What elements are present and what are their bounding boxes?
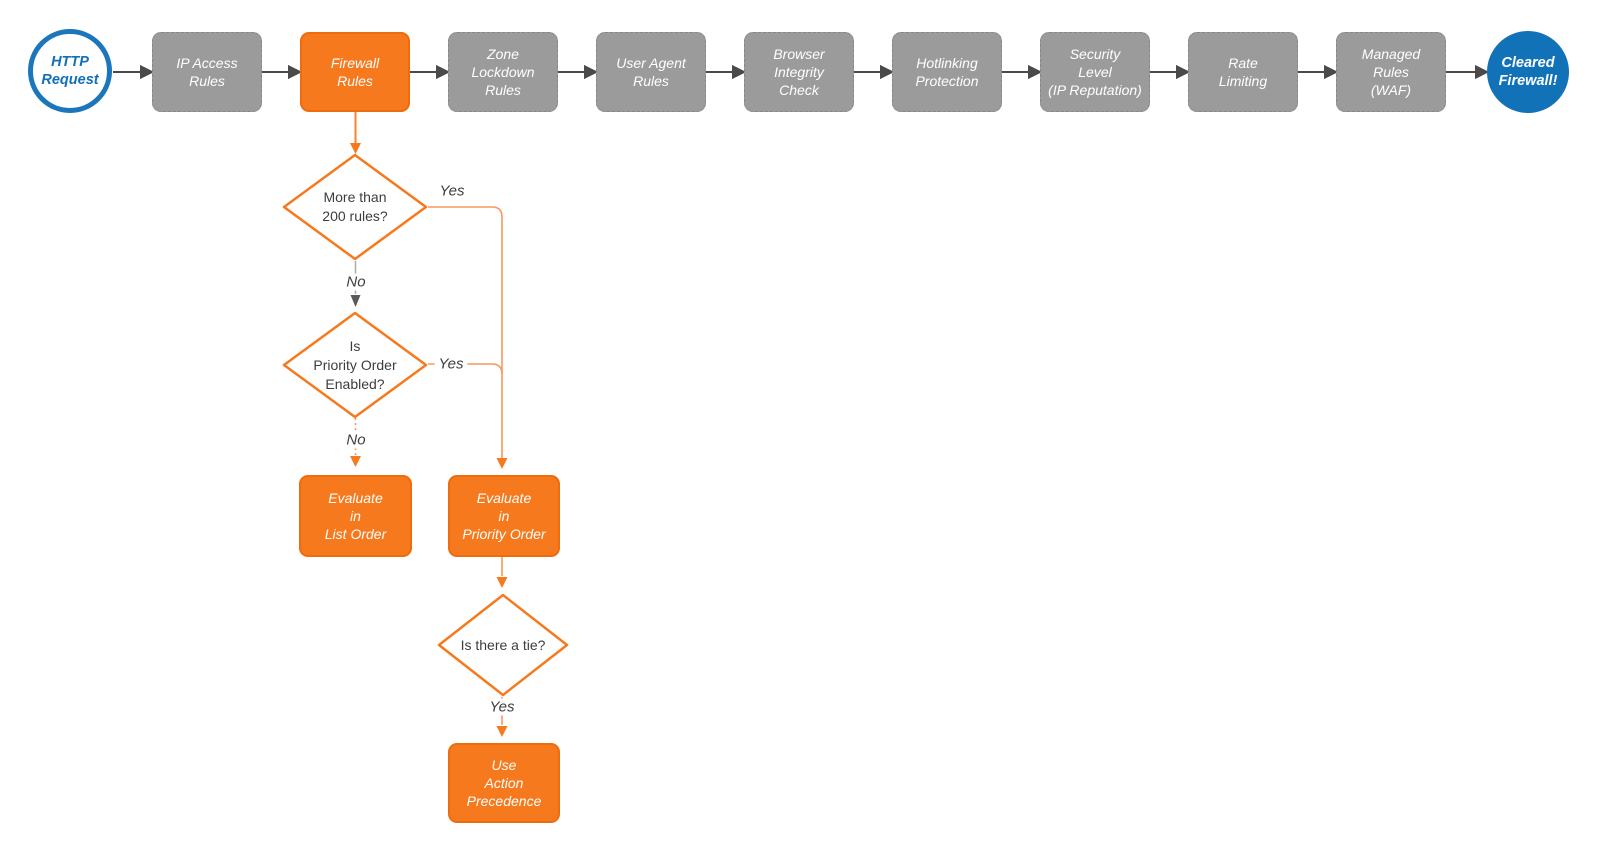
edge-label-no-decision-200: No <box>342 273 370 291</box>
decision-is-there-a-tie: Is there a tie? <box>437 593 569 697</box>
node-label: Firewall Rules <box>330 55 380 89</box>
node-label: Browser Integrity Check <box>773 46 825 98</box>
node-label: User Agent Rules <box>616 55 686 89</box>
connector-firewall-to-decision-200 <box>350 112 361 154</box>
connector-rate-limiting-to-managed-rules <box>1298 64 1339 80</box>
edge-label-no-decision-priority: No <box>342 431 370 449</box>
connector-ip-access-to-firewall <box>262 64 303 80</box>
diamond-shape <box>282 153 428 261</box>
node-label: Security Level (IP Reputation) <box>1048 46 1142 98</box>
decision-label: Is Priority Order Enabled? <box>313 337 397 392</box>
node-browser-integrity-check: Browser Integrity Check <box>744 32 854 112</box>
connector-security-level-to-rate-limiting <box>1150 64 1191 80</box>
decision-priority-order-enabled: Is Priority Order Enabled? <box>282 311 428 419</box>
node-label: Use Action Precedence <box>466 757 542 809</box>
connector-decision-priority-yes-join <box>428 363 503 375</box>
node-ip-access-rules: IP Access Rules <box>152 32 262 112</box>
diamond-shape <box>282 311 428 419</box>
decision-label: Is there a tie? <box>460 636 546 653</box>
edge-label-yes-decision-priority: Yes <box>434 355 468 373</box>
node-user-agent-rules: User Agent Rules <box>596 32 706 112</box>
node-label: Evaluate in List Order <box>324 490 387 542</box>
node-label: Hotlinking Protection <box>915 55 979 89</box>
connector-start-to-ip-access <box>113 64 155 80</box>
edge-label-yes-decision-tie: Yes <box>485 698 519 716</box>
node-security-level: Security Level (IP Reputation) <box>1040 32 1150 112</box>
connector-user-agent-to-browser-integrity <box>706 64 747 80</box>
node-label: HTTP Request <box>41 54 99 88</box>
node-rate-limiting: Rate Limiting <box>1188 32 1298 112</box>
node-evaluate-in-list-order: Evaluate in List Order <box>299 475 412 557</box>
connector-browser-integrity-to-hotlinking <box>854 64 895 80</box>
node-label: Rate Limiting <box>1218 55 1268 89</box>
node-http-request: HTTP Request <box>28 29 112 113</box>
diamond-shape <box>437 593 569 697</box>
connector-zone-lockdown-to-user-agent <box>558 64 599 80</box>
connector-priority-to-decision-tie <box>496 557 508 588</box>
connector-decision-priority-no-to-list <box>350 418 361 467</box>
connector-hotlinking-to-security-level <box>1002 64 1043 80</box>
node-evaluate-in-priority-order: Evaluate in Priority Order <box>448 475 560 557</box>
node-firewall-rules: Firewall Rules <box>300 32 410 112</box>
edge-label-yes-decision-200: Yes <box>439 182 465 200</box>
node-managed-rules-waf: Managed Rules (WAF) <box>1336 32 1446 112</box>
decision-label: More than 200 rules? <box>322 189 388 224</box>
node-label: Managed Rules (WAF) <box>1361 46 1421 98</box>
connector-decision-200-yes-to-priority <box>428 206 508 469</box>
node-label: Zone Lockdown Rules <box>471 46 535 98</box>
node-label: Evaluate in Priority Order <box>462 490 546 542</box>
connector-managed-rules-to-cleared <box>1446 64 1490 80</box>
decision-more-than-200-rules: More than 200 rules? <box>282 153 428 261</box>
node-zone-lockdown-rules: Zone Lockdown Rules <box>448 32 558 112</box>
connector-firewall-to-zone-lockdown <box>410 64 451 80</box>
node-label: Cleared Firewall! <box>1498 55 1558 89</box>
node-cleared-firewall: Cleared Firewall! <box>1487 31 1569 113</box>
node-use-action-precedence: Use Action Precedence <box>448 743 560 823</box>
node-hotlinking-protection: Hotlinking Protection <box>892 32 1002 112</box>
node-label: IP Access Rules <box>176 55 238 89</box>
